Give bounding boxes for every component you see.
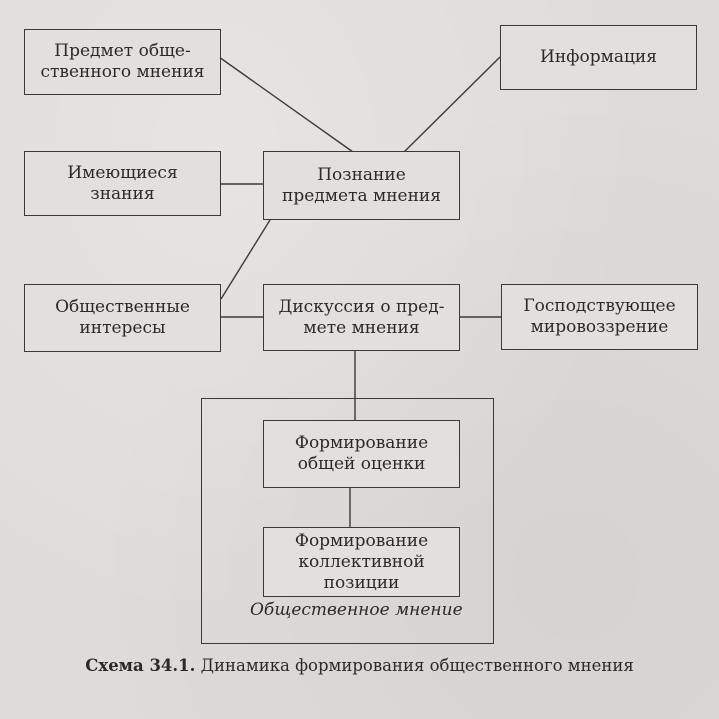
public-opinion-label: Общественное мнение — [250, 600, 463, 620]
node-discussion: Дискуссия о пред- мете мнения — [263, 284, 460, 351]
node-cognition: Познание предмета мнения — [263, 151, 460, 220]
caption-text: Динамика формирования общественного мнен… — [200, 656, 634, 675]
edge-subject-cognition — [218, 56, 354, 153]
public-opinion-container — [201, 398, 494, 644]
figure-caption: Схема 34.1. Динамика формирования общест… — [0, 656, 719, 675]
node-position: Формирование коллективной позиции — [263, 527, 460, 597]
node-worldview: Господствующее мировоззрение — [501, 284, 698, 350]
caption-number: Схема 34.1. — [85, 656, 196, 675]
edge-information-cognition — [403, 56, 501, 153]
node-knowledge: Имеющиеся знания — [24, 151, 221, 216]
edge-interests-cognition — [220, 219, 271, 300]
node-subject: Предмет обще- ственного мнения — [24, 29, 221, 95]
node-assessment: Формирование общей оценки — [263, 420, 460, 488]
node-interests: Общественные интересы — [24, 284, 221, 352]
node-information: Информация — [500, 25, 697, 90]
